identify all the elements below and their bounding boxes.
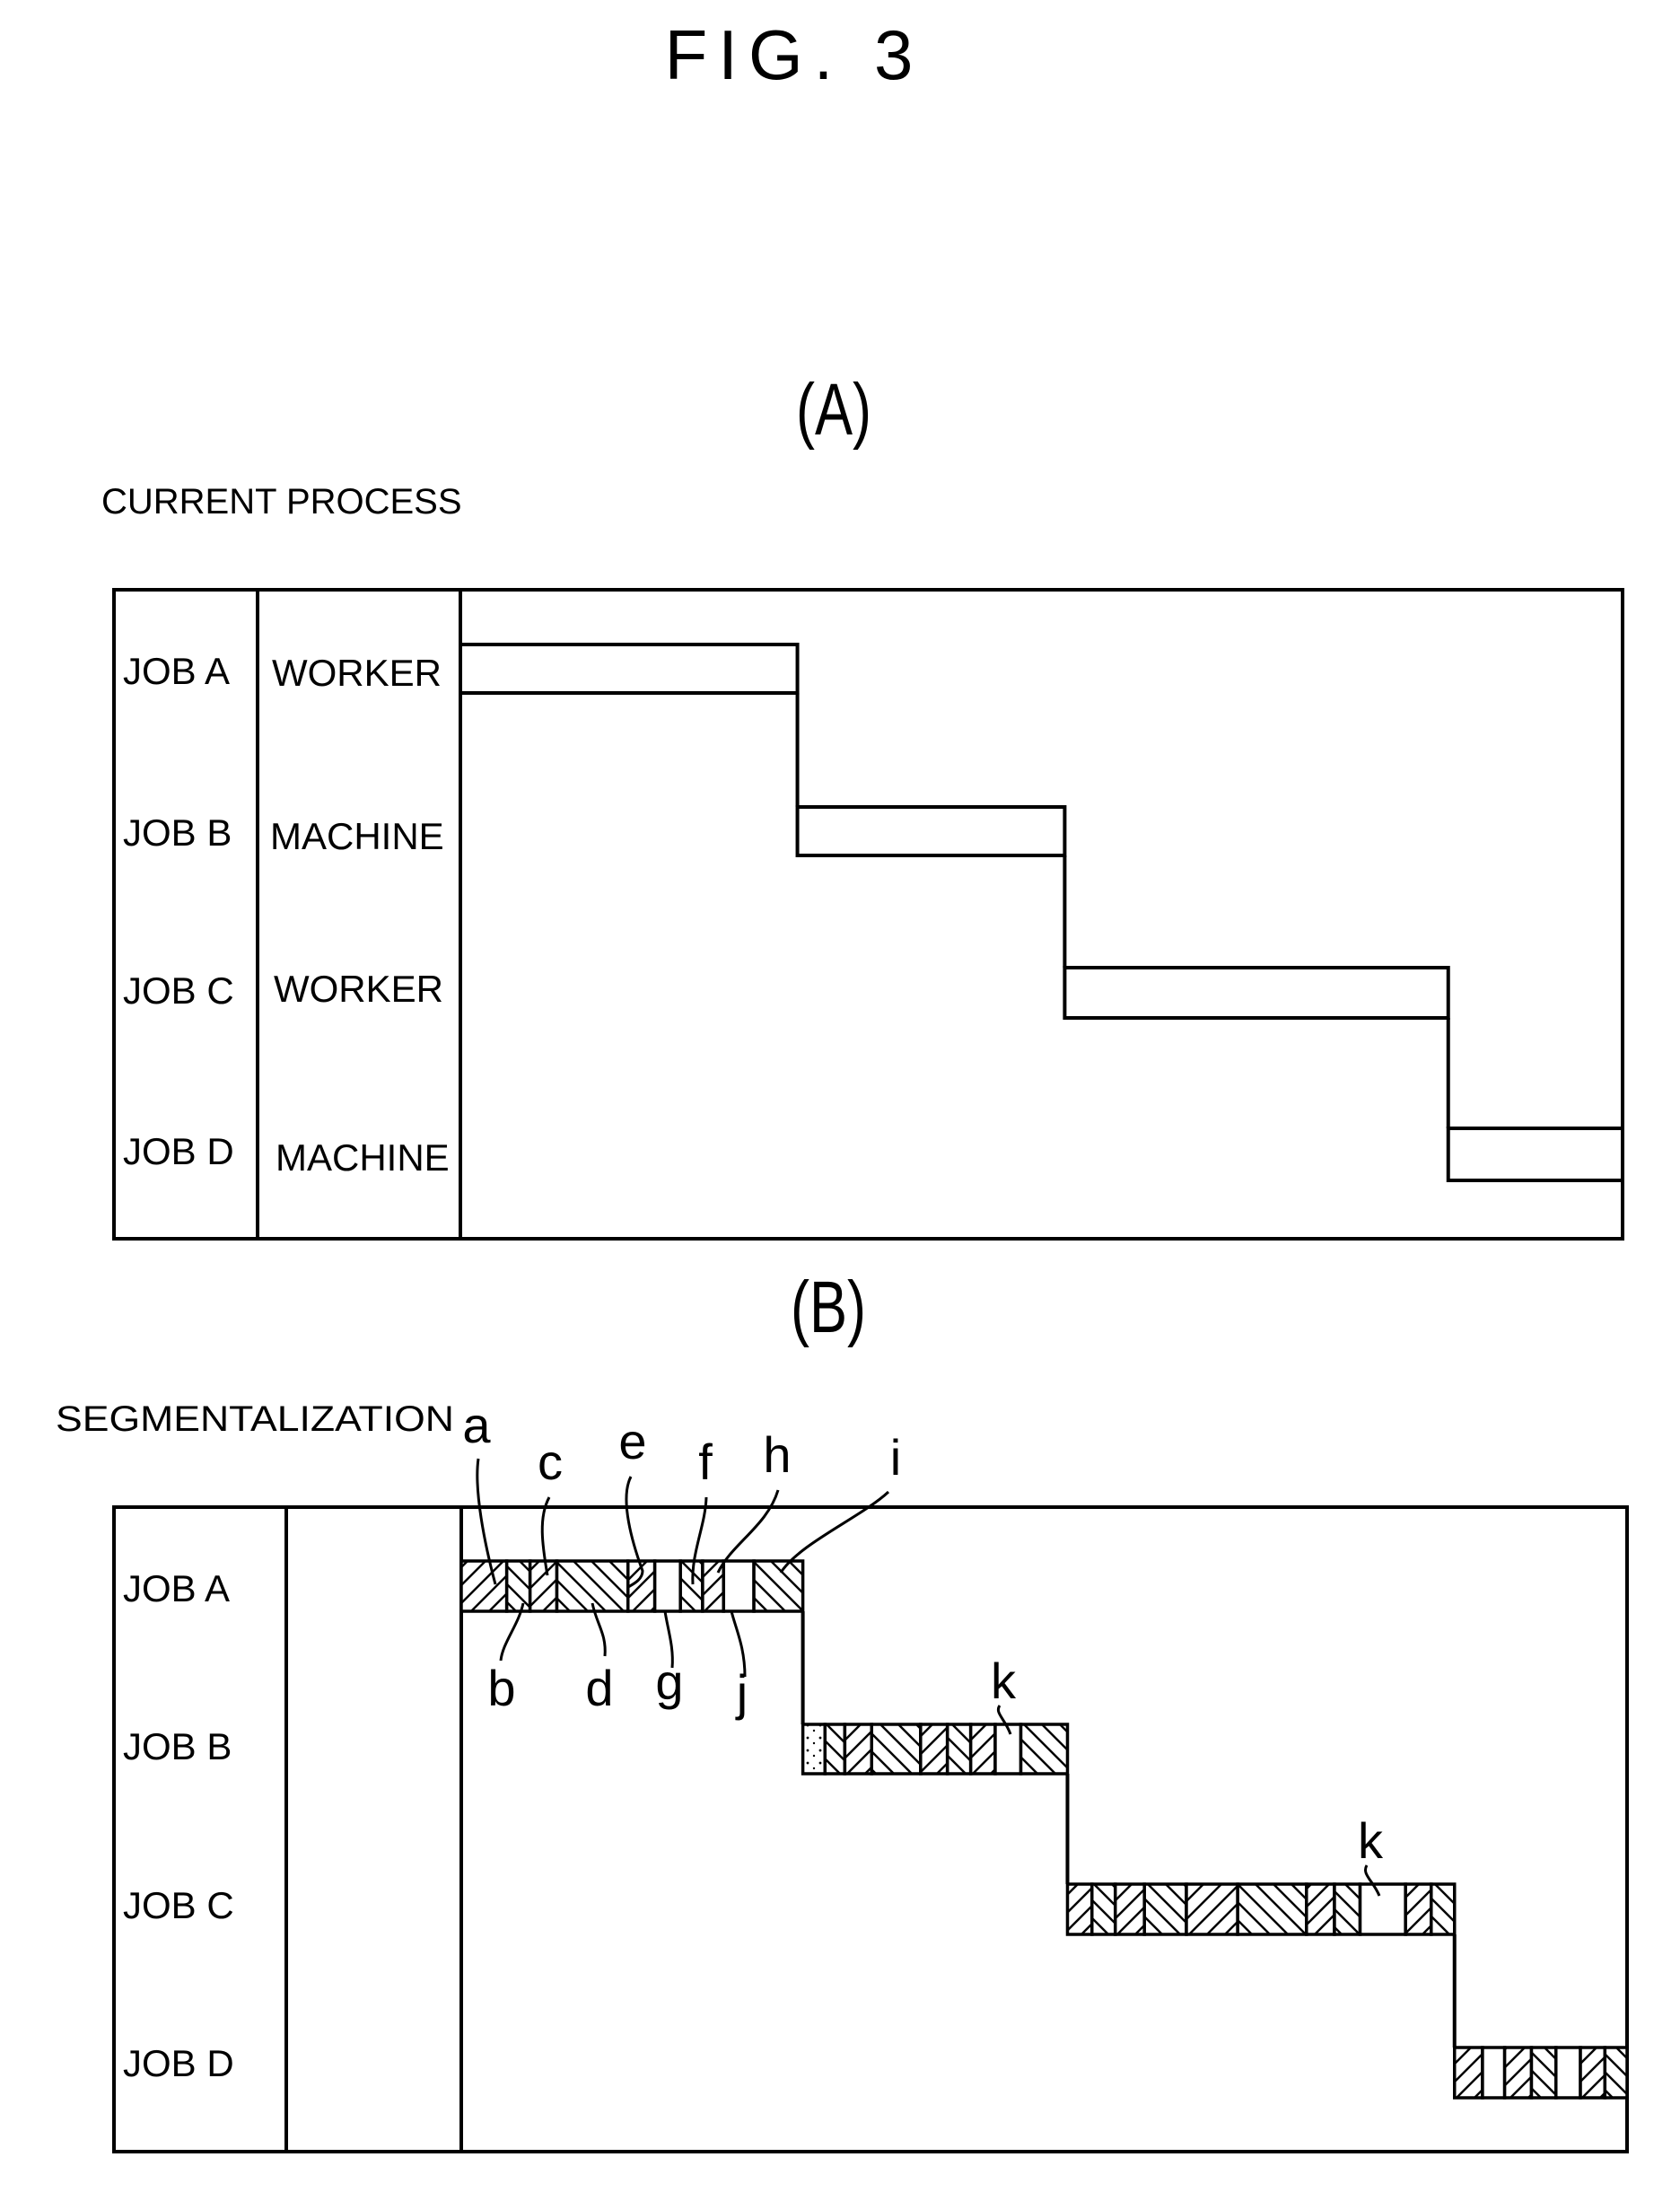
segment-job-a-3 [530, 1561, 557, 1611]
segment-job-d-1 [1455, 2048, 1483, 2098]
segment-job-c-10 [1405, 1884, 1431, 1934]
segment-job-b-3 [844, 1724, 871, 1774]
segment-job-a-1 [461, 1561, 507, 1611]
table-a-job-label: JOB A [123, 650, 230, 692]
panel-b-heading: SEGMENTALIZATION [56, 1399, 454, 1439]
segmentalization-table: JOB A JOB B JOB C JOB D a c e f h i b d [114, 1397, 1627, 2152]
segment-job-c-3 [1116, 1884, 1144, 1934]
reference-label-e: e [618, 1413, 646, 1469]
table-b-job-label: JOB B [123, 1725, 232, 1767]
segment-job-c-6 [1238, 1884, 1307, 1934]
segment-job-b-8 [995, 1724, 1021, 1774]
segment-job-c-11 [1431, 1884, 1455, 1934]
process-bar-job-a [460, 645, 798, 693]
segment-job-b-2 [825, 1724, 844, 1774]
segment-job-d-3 [1505, 2048, 1532, 2098]
table-b-job-label: JOB A [123, 1567, 230, 1609]
process-bar-job-b [798, 807, 1065, 855]
segment-job-d-6 [1580, 2048, 1605, 2098]
table-a-resource-label: MACHINE [270, 815, 444, 857]
panel-a-label: (A) [796, 369, 871, 451]
table-b-frame [114, 1507, 1627, 2152]
segment-job-d-4 [1531, 2048, 1555, 2098]
reference-label-k-job-c: k [1358, 1812, 1384, 1869]
process-bar-job-c [1064, 968, 1448, 1018]
reference-label-k-job-b: k [991, 1653, 1017, 1709]
segment-job-d-5 [1556, 2048, 1580, 2098]
reference-label-c: c [538, 1434, 563, 1490]
reference-label-a: a [462, 1397, 491, 1453]
segment-job-c-2 [1092, 1884, 1116, 1934]
segment-job-b-1 [803, 1724, 826, 1774]
table-a-resource-label: WORKER [274, 968, 443, 1010]
reference-label-b: b [487, 1660, 515, 1716]
segment-job-a-2 [507, 1561, 530, 1611]
reference-label-h: h [763, 1426, 791, 1483]
reference-label-f: f [698, 1434, 713, 1490]
table-a-resource-label: MACHINE [276, 1136, 450, 1179]
process-bar-job-d [1448, 1128, 1623, 1180]
segment-job-a-7 [680, 1561, 703, 1611]
segment-job-c-8 [1334, 1884, 1361, 1934]
segment-job-c-5 [1186, 1884, 1238, 1934]
table-a-job-label: JOB B [123, 811, 232, 854]
segment-job-b-9 [1021, 1724, 1068, 1774]
reference-label-g: g [655, 1653, 683, 1710]
table-a-job-label: JOB D [123, 1130, 234, 1172]
segment-job-c-7 [1307, 1884, 1334, 1934]
segment-job-d-2 [1483, 2048, 1505, 2098]
panel-a-heading: CURRENT PROCESS [101, 482, 462, 522]
segment-job-c-4 [1144, 1884, 1186, 1934]
table-b-job-label: JOB D [123, 2042, 234, 2084]
reference-label-j: j [735, 1664, 748, 1721]
current-process-table: JOB A WORKER JOB B MACHINE JOB C WORKER … [114, 590, 1623, 1239]
segment-job-d-7 [1605, 2048, 1627, 2098]
segment-job-c-1 [1067, 1884, 1091, 1934]
table-a-job-label: JOB C [123, 969, 234, 1012]
segment-job-c-9 [1361, 1884, 1406, 1934]
table-b-job-label: JOB C [123, 1884, 234, 1926]
segment-job-a-10 [754, 1561, 803, 1611]
segment-job-a-6 [655, 1561, 681, 1611]
segment-job-b-4 [871, 1724, 921, 1774]
segment-job-b-7 [971, 1724, 995, 1774]
reference-label-i: i [890, 1429, 901, 1486]
segment-job-a-9 [723, 1561, 754, 1611]
panel-b-label: (B) [791, 1267, 866, 1348]
segment-job-b-6 [948, 1724, 971, 1774]
reference-label-d: d [585, 1660, 613, 1716]
table-a-resource-label: WORKER [272, 652, 442, 694]
figure-title: FIG. 3 [665, 15, 924, 94]
segment-job-b-5 [921, 1724, 948, 1774]
